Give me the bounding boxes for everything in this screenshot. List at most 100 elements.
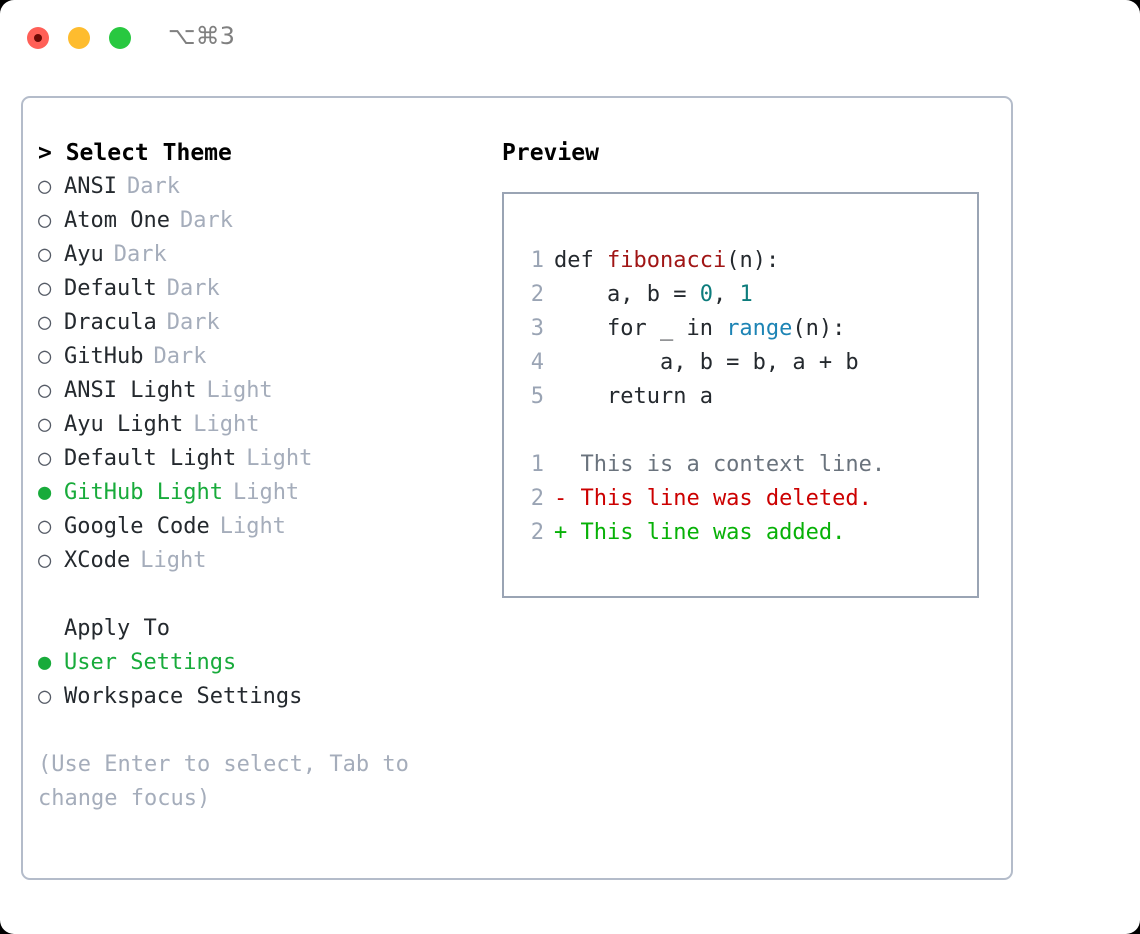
window-controls: [27, 27, 131, 49]
radio-unselected-icon: ○: [38, 174, 52, 199]
radio-unselected-icon: ○: [38, 344, 52, 369]
theme-kind-tag: Light: [219, 514, 286, 539]
theme-option-label: ANSI: [64, 174, 117, 199]
close-button[interactable]: [27, 27, 49, 49]
code-token-plain: for _ in: [554, 316, 727, 341]
theme-option-label: Ayu Light: [64, 412, 184, 437]
theme-kind-tag: Dark: [179, 208, 233, 233]
diff-line-added: 2 + This line was added.: [518, 516, 977, 550]
radio-selected-icon: ●: [38, 480, 52, 505]
diff-line-content: - This line was deleted.: [554, 486, 872, 511]
apply-to-option-workspace-settings[interactable]: ○ Workspace Settings: [38, 680, 478, 714]
theme-option-google-code[interactable]: ○ Google Code Light: [38, 510, 478, 544]
theme-option-dracula[interactable]: ○ Dracula Dark: [38, 306, 478, 340]
code-token-plain: def: [554, 248, 607, 273]
radio-unselected-icon: ○: [38, 276, 52, 301]
theme-option-github[interactable]: ○ GitHub Dark: [38, 340, 478, 374]
diff-line-content: + This line was added.: [554, 520, 846, 545]
theme-kind-tag: Dark: [153, 344, 207, 369]
theme-kind-tag: Light: [206, 378, 273, 403]
radio-unselected-icon: ○: [38, 514, 52, 539]
line-number: 1: [530, 452, 544, 477]
theme-option-ansi-light[interactable]: ○ ANSI Light Light: [38, 374, 478, 408]
code-token-plain: return a: [554, 384, 713, 409]
line-number: 1: [530, 248, 544, 273]
title-bar: ⌥⌘3: [0, 0, 1140, 78]
apply-to-heading: Apply To: [64, 616, 170, 641]
theme-option-label: GitHub: [64, 344, 144, 369]
code-line-content: a, b = b, a + b: [554, 346, 859, 380]
theme-option-label: Default: [64, 276, 157, 301]
theme-option-label: Google Code: [64, 514, 210, 539]
radio-unselected-icon: ○: [38, 548, 52, 573]
code-token-plain: (n):: [792, 316, 846, 341]
theme-option-ayu-light[interactable]: ○ Ayu Light Light: [38, 408, 478, 442]
diff-line-context: 1 This is a context line.: [518, 448, 977, 482]
line-number: 5: [530, 384, 544, 409]
theme-kind-tag: Dark: [166, 276, 220, 301]
theme-option-ayu[interactable]: ○ Ayu Dark: [38, 238, 478, 272]
theme-option-label: Atom One: [64, 208, 170, 233]
radio-unselected-icon: ○: [38, 412, 52, 437]
radio-unselected-icon: ○: [38, 446, 52, 471]
radio-unselected-icon: ○: [38, 310, 52, 335]
theme-option-default[interactable]: ○ Default Dark: [38, 272, 478, 306]
code-token-number: 1: [739, 282, 753, 307]
code-token-number: 0: [699, 282, 713, 307]
apply-to-option-label: Workspace Settings: [64, 684, 303, 709]
radio-unselected-icon: ○: [38, 208, 52, 233]
line-number: 2: [530, 486, 544, 511]
code-line: 3 for _ in range(n):: [518, 312, 977, 346]
radio-selected-icon: ●: [38, 650, 52, 675]
code-line: 4 a, b = b, a + b: [518, 346, 977, 380]
diff-line-content: This is a context line.: [554, 452, 886, 477]
zoom-button[interactable]: [109, 27, 131, 49]
radio-unselected-icon: ○: [38, 378, 52, 403]
theme-kind-tag: Light: [232, 480, 300, 505]
code-line-content: def fibonacci(n):: [554, 244, 779, 278]
theme-option-ansi[interactable]: ○ ANSI Dark: [38, 170, 478, 204]
line-number: 2: [530, 282, 544, 307]
apply-to-list: ● User Settings ○ Workspace Settings: [38, 646, 478, 714]
select-theme-heading: > Select Theme: [38, 140, 232, 166]
code-token-plain: ,: [712, 282, 740, 307]
apply-to-option-user-settings[interactable]: ● User Settings: [38, 646, 478, 680]
preview-spacer: [518, 414, 977, 448]
theme-kind-tag: Light: [246, 446, 313, 471]
code-line: 1 def fibonacci(n):: [518, 244, 977, 278]
code-line-content: return a: [554, 380, 713, 414]
line-number: 2: [530, 520, 544, 545]
code-line: 5 return a: [518, 380, 977, 414]
theme-option-label: Dracula: [64, 310, 157, 335]
code-token-plain: a, b = b, a + b: [554, 350, 859, 375]
theme-kind-tag: Dark: [113, 242, 167, 267]
radio-unselected-icon: ○: [38, 242, 52, 267]
minimize-button[interactable]: [68, 27, 90, 49]
theme-option-label: Ayu: [64, 242, 104, 267]
code-token-plain: (n):: [726, 248, 780, 273]
line-number: 3: [530, 316, 544, 341]
theme-option-atom-one[interactable]: ○ Atom One Dark: [38, 204, 478, 238]
theme-kind-tag: Light: [193, 412, 260, 437]
apply-to-option-label: User Settings: [64, 650, 237, 675]
code-line: 2 a, b = 0, 1: [518, 278, 977, 312]
theme-option-label: ANSI Light: [64, 378, 197, 403]
keyboard-shortcut-label: ⌥⌘3: [168, 22, 235, 50]
theme-option-label: XCode: [64, 548, 131, 573]
preview-heading: Preview: [502, 140, 599, 166]
line-number: 4: [530, 350, 544, 375]
radio-unselected-icon: ○: [38, 684, 52, 709]
theme-kind-tag: Dark: [126, 174, 180, 199]
theme-kind-tag: Dark: [166, 310, 220, 335]
diff-line-deleted: 2 - This line was deleted.: [518, 482, 977, 516]
code-line-content: for _ in range(n):: [554, 312, 845, 346]
code-token-call: range: [726, 316, 793, 341]
